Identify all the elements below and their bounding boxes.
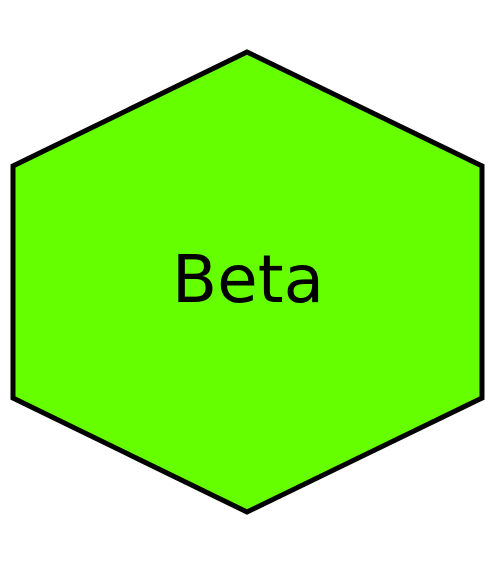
hexagon-label: Beta [172,241,324,318]
hexagon-shape[interactable] [10,49,485,515]
